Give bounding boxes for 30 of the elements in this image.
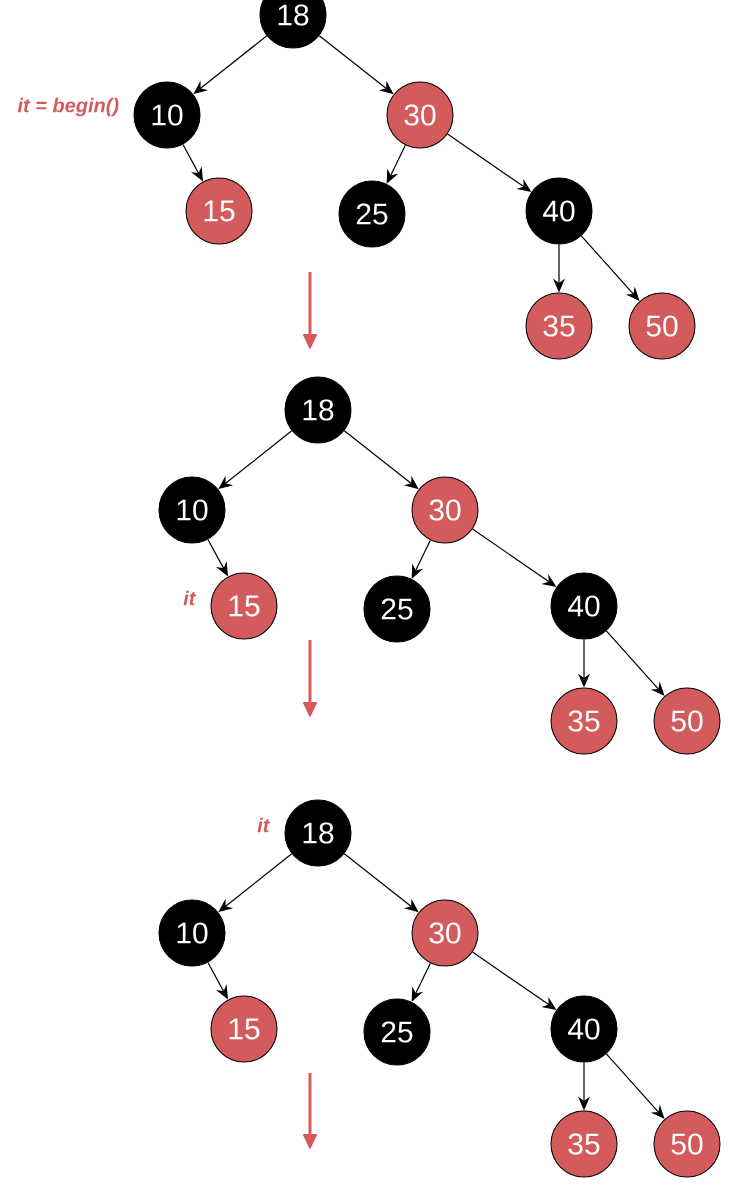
tree-node: 10 [133, 81, 201, 149]
tree-node: 35 [550, 687, 618, 755]
tree-node: 18 [259, 0, 327, 49]
arrow [411, 539, 431, 579]
tree-node: 25 [363, 575, 431, 643]
tree-node: 40 [550, 995, 618, 1063]
tree-node: 18 [284, 376, 352, 444]
tree-node: 50 [653, 687, 721, 755]
pointer-label: it [183, 590, 197, 606]
tree-node: 25 [338, 180, 406, 248]
tree-node: 10 [158, 476, 226, 544]
pointer-label: it [257, 817, 271, 833]
tree-node: 10 [158, 899, 226, 967]
tree-node: 40 [550, 572, 618, 640]
tree-node: 15 [210, 572, 278, 640]
tree-node: 50 [628, 292, 696, 360]
arrow [411, 962, 431, 1002]
tree-node: 15 [185, 177, 253, 245]
tree-node: 15 [210, 995, 278, 1063]
tree-node: 30 [411, 476, 479, 544]
tree-node: 30 [411, 899, 479, 967]
tree-node: 30 [386, 81, 454, 149]
tree-node: 35 [550, 1110, 618, 1178]
tree-node: 50 [653, 1110, 721, 1178]
pointer-label: it = begin() [17, 97, 119, 117]
tree-node: 25 [363, 998, 431, 1066]
arrow [386, 144, 406, 184]
tree-node: 18 [284, 799, 352, 867]
tree-node: 35 [525, 292, 593, 360]
tree-node: 40 [525, 177, 593, 245]
